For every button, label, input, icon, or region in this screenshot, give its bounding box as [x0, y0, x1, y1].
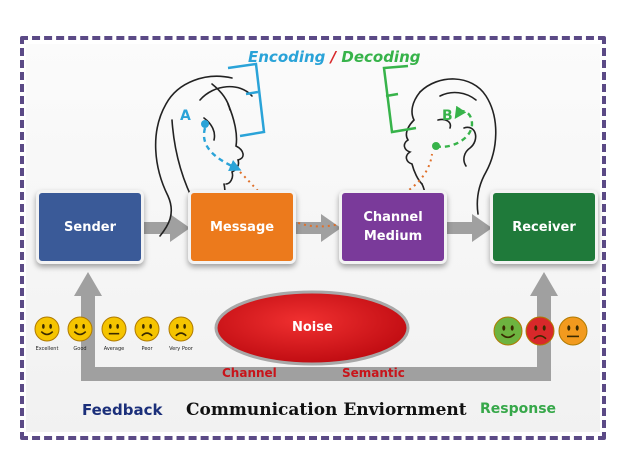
receiver-box: Receiver: [490, 190, 598, 264]
rating-face-sad-icon: [168, 316, 194, 346]
noise-channel-label: Channel: [222, 366, 277, 380]
rating-face-caption: Very Poor: [169, 346, 193, 352]
response-label: Response: [480, 401, 557, 417]
encoding-label: Encoding: [248, 48, 326, 66]
arrow-message-channel: [295, 222, 323, 234]
rating-face-caption: Excellent: [35, 346, 59, 352]
response-face-neutral-icon: [558, 316, 588, 350]
encoding-decoding-title: Encoding / Decoding: [248, 48, 421, 66]
rating-face-happy-icon: [67, 316, 93, 346]
communication-environment-label: Communication Enviornment: [186, 400, 467, 420]
decoding-bracket: [382, 64, 417, 134]
rating-face-caption: Good: [73, 346, 87, 352]
rating-face-caption: Average: [103, 346, 125, 352]
arrow-channel-receiver: [446, 222, 474, 234]
medium-label: Medium: [363, 229, 423, 244]
sender-box: Sender: [36, 190, 144, 264]
marker-b: B: [442, 108, 453, 124]
noise-label: Noise: [292, 320, 333, 335]
message-box: Message: [188, 190, 296, 264]
encoding-path-arrow: [202, 127, 242, 171]
rating-face-caption: Peor: [141, 346, 153, 352]
noise-ellipse: [214, 290, 410, 366]
response-face-sad-icon: [525, 316, 555, 350]
response-face-happy-icon: [493, 316, 523, 350]
receiver-label: Receiver: [512, 219, 576, 235]
channel-label: Channel: [363, 210, 423, 225]
feedback-label: Feedback: [82, 401, 163, 419]
title-separator: /: [330, 48, 337, 66]
message-label: Message: [209, 219, 275, 235]
sender-label: Sender: [64, 219, 116, 235]
rating-face-happy-icon: [34, 316, 60, 346]
noise-semantic-label: Semantic: [342, 366, 405, 380]
marker-a: A: [180, 108, 191, 124]
rating-face-neutral-icon: [101, 316, 127, 346]
channel-medium-box: Channel Medium: [339, 190, 447, 264]
receiver-head-illustration: [403, 78, 497, 215]
rating-face-sad-icon: [134, 316, 160, 346]
encoding-bracket: [227, 62, 266, 138]
encoding-point: [201, 120, 209, 128]
decoding-label: Decoding: [341, 48, 421, 66]
decoding-path-arrow: [435, 105, 474, 149]
